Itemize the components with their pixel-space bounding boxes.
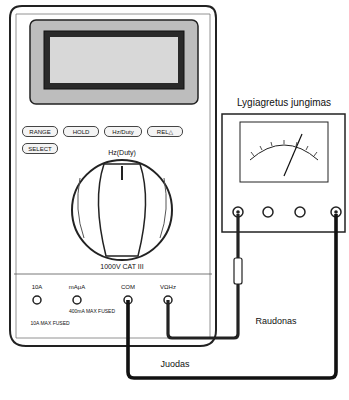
meter-needle [284,134,302,176]
title-label: Lygiagretus jungimas [237,97,331,108]
function-button: SELECT [22,143,58,154]
jack-label: VΩHz [160,284,176,291]
dial-marks [78,178,167,238]
button-label: REL△ [157,129,173,135]
button-label: HOLD [73,129,90,135]
red-test-lead [168,214,238,338]
probe-sleeve [234,258,242,284]
dial-pointer [121,166,123,180]
function-button: RANGE [22,126,58,137]
rating-label: 1000V CAT III [100,263,143,271]
display-bezel [30,20,198,104]
jack-panel-edge [14,274,212,275]
fuse-note: 10A MAX FUSED [30,321,69,327]
wire-label: Juodas [160,360,189,370]
rotary-dial [72,160,172,260]
function-button: REL△ [147,126,183,137]
function-button: Hz/Duty [104,126,142,137]
lcd-screen [44,31,184,89]
meter-window [240,122,328,182]
lcd-glass [50,37,178,83]
wire-label: Raudonas [255,317,296,327]
meter-scale [250,145,318,160]
scale-ticks [251,140,317,156]
jack-label: COM [121,284,135,291]
button-label: RANGE [29,129,50,135]
function-button: HOLD [63,126,99,137]
dial-label: Hz(Duty) [108,149,136,157]
button-label: SELECT [28,146,51,152]
input-jacks [33,296,172,304]
terminal-screw [236,210,240,214]
fuse-note: 400mA MAX FUSED [69,309,115,315]
dial-knob [98,164,145,256]
button-label: Hz/Duty [112,129,133,135]
body-inner-edge [16,14,210,338]
terminal-screw [334,210,338,214]
jack-label: mAμA [69,284,85,291]
multimeter-body [10,6,216,346]
black-test-lead [128,214,336,378]
jack-label: 10A [32,284,43,291]
meter-terminals [233,207,341,217]
panel-meter-case [222,114,345,232]
